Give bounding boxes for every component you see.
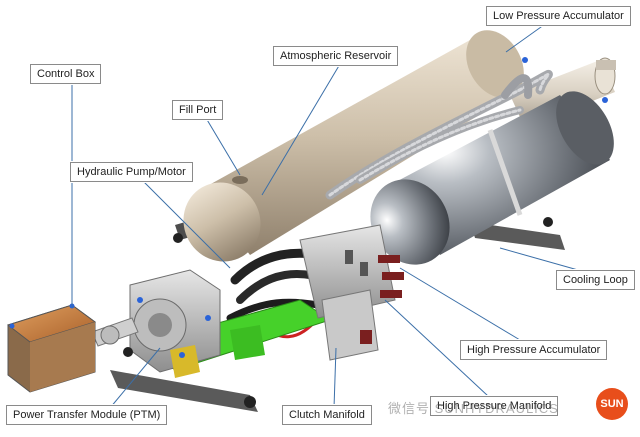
atmospheric-reservoir-tank bbox=[183, 30, 524, 262]
sun-logo: SUN bbox=[596, 388, 628, 420]
high-pressure-accumulator-tank bbox=[370, 91, 614, 265]
label-power-transfer-module: Power Transfer Module (PTM) bbox=[6, 405, 168, 425]
drive-shaft bbox=[91, 317, 139, 347]
label-cooling-loop: Cooling Loop bbox=[556, 270, 635, 290]
ptm-housing bbox=[129, 269, 221, 378]
label-high-pressure-manifold: High Pressure Manifold bbox=[430, 396, 559, 416]
label-high-pressure-accumulator: High Pressure Accumulator bbox=[460, 340, 608, 360]
control-box-enclosure bbox=[6, 303, 97, 393]
label-clutch-manifold: Clutch Manifold bbox=[282, 405, 372, 425]
label-low-pressure-accumulator: Low Pressure Accumulator bbox=[486, 6, 631, 26]
callout-leader-lines bbox=[71, 21, 579, 409]
mounting-feet bbox=[123, 57, 608, 408]
label-control-box: Control Box bbox=[30, 64, 102, 84]
label-hydraulic-pump-motor: Hydraulic Pump/Motor bbox=[70, 162, 193, 182]
cooling-loop-tubes bbox=[325, 69, 553, 200]
label-fill-port: Fill Port bbox=[172, 100, 224, 120]
label-atmospheric-reservoir: Atmospheric Reservoir bbox=[273, 46, 399, 66]
watermark-text: 微信号 SUNHYDRAULICS bbox=[388, 401, 559, 416]
valve-manifolds bbox=[299, 224, 404, 361]
